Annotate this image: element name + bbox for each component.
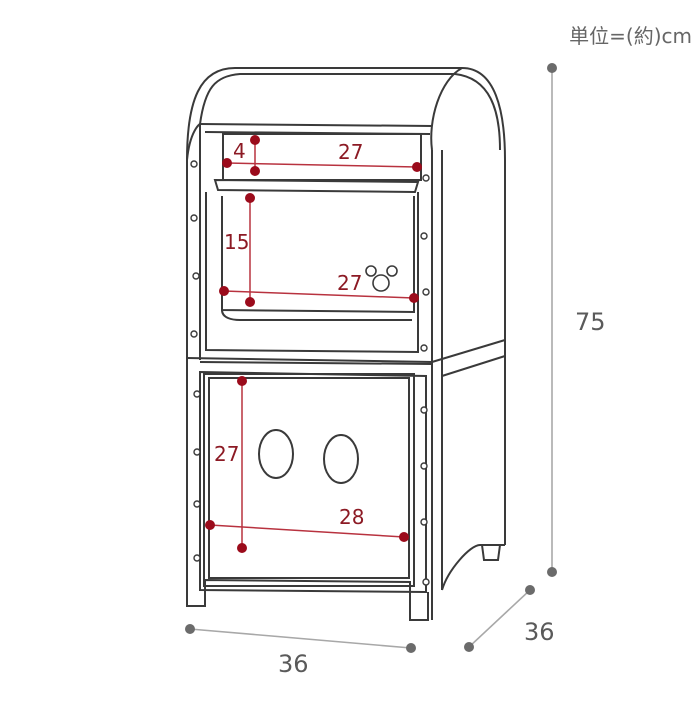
shelf-width-line [226, 162, 418, 168]
door-width-left-point [205, 520, 215, 530]
width-left-point [185, 624, 195, 634]
outer-dimension-lines [189, 68, 553, 649]
left-screws [190, 160, 201, 562]
window-bottom [221, 309, 412, 321]
door-height-label: 27 [214, 442, 239, 466]
window-height-bottom-point [245, 297, 255, 307]
door-panel [208, 377, 410, 579]
shelf-width-label: 27 [338, 140, 363, 164]
mouse-logo-icon [365, 265, 398, 292]
window-height-top-point [245, 193, 255, 203]
depth-line [468, 589, 531, 648]
width-line [189, 628, 412, 649]
window-height-label: 15 [224, 230, 249, 254]
unit-label: 単位=(約)cm [569, 24, 692, 48]
top-band [199, 123, 433, 135]
window-width-left-point [219, 286, 229, 296]
window-frame [205, 192, 419, 354]
mid-inner [199, 361, 433, 365]
width-right-point [406, 643, 416, 653]
shelf-width-right-point [412, 162, 422, 172]
height-bottom-point [547, 567, 557, 577]
door-width-line [209, 524, 405, 538]
door-outer [203, 373, 415, 587]
width-label: 36 [278, 650, 309, 678]
door-width-label: 28 [339, 505, 364, 529]
internal-dimension-labels: 4 27 15 27 27 28 [214, 139, 364, 529]
window-width-right-point [409, 293, 419, 303]
shelf-width-left-point [222, 158, 232, 168]
shelf-gap-bottom-point [250, 166, 260, 176]
base [186, 544, 505, 621]
window-width-line [223, 290, 415, 299]
cabinet-outline [186, 67, 506, 621]
dome-top [186, 67, 506, 600]
shelf-gap-label: 4 [233, 139, 246, 163]
front-right-edge [430, 67, 463, 151]
depth-label: 36 [524, 618, 555, 646]
internal-dimension-points [205, 135, 422, 553]
outer-dimension-labels: 75 36 36 [278, 308, 606, 678]
mid-divider [186, 339, 506, 377]
right-screws [420, 174, 430, 586]
shelf-gap-top-point [250, 135, 260, 145]
top-shelf-panel [222, 133, 422, 181]
depth-front-point [464, 642, 474, 652]
door-width-right-point [399, 532, 409, 542]
internal-dimension-lines [209, 140, 418, 548]
outer-dimension-points [185, 63, 557, 653]
depth-back-point [525, 585, 535, 595]
height-label: 75 [575, 308, 606, 336]
window-width-label: 27 [337, 271, 362, 295]
left-ear-hole [258, 429, 294, 479]
right-ear-hole [323, 434, 359, 484]
left-curve [186, 123, 201, 161]
shelf-board [213, 178, 420, 194]
door-height-bottom-point [237, 543, 247, 553]
door-height-top-point [237, 376, 247, 386]
height-top-point [547, 63, 557, 73]
